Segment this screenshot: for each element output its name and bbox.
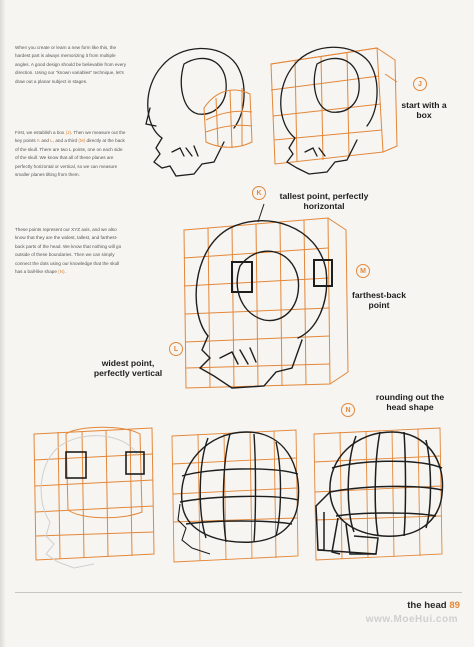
badge-m: M (356, 264, 370, 278)
text-run: First, we establish a box (15, 130, 66, 135)
skull-sketch-1 (145, 47, 253, 177)
badge-l: L (169, 342, 183, 356)
label-farthest: farthest-back point (352, 290, 406, 310)
badge-j: J (413, 77, 427, 91)
skull-ball-grid-sketch (171, 429, 300, 563)
text-run: and (40, 138, 51, 144)
label-start-box: start with a box (401, 100, 447, 120)
head-ball-shape-sketch (313, 427, 444, 561)
page-gutter (0, 0, 6, 647)
ref-l: L (50, 138, 53, 144)
ref-n: (N) (58, 269, 65, 275)
footer-rule (15, 592, 462, 593)
skull-planes-sketch (33, 426, 155, 569)
axis-paragraph: These points represent our XYZ axis, and… (15, 226, 127, 276)
watermark: www.MoeHui.com (365, 614, 458, 625)
label-widest: widest point, perfectly vertical (93, 358, 163, 378)
badge-k: K (252, 186, 266, 200)
skull-box-sketch (270, 46, 398, 175)
page-number: 89 (449, 600, 460, 611)
label-rounding: rounding out the head shape (375, 392, 445, 412)
section-title: the head (407, 600, 447, 611)
text-run: . Then we measure out the key points (15, 130, 126, 144)
intro-paragraph: When you create or learn a new form like… (15, 45, 127, 84)
text-run: directly at the back of the skull. There… (15, 138, 125, 178)
badge-n: N (341, 403, 355, 417)
page-footer: the head 89 (407, 600, 460, 611)
ref-m: (M) (78, 138, 86, 144)
text-run: . (64, 269, 66, 275)
text-run: , and a third (52, 138, 79, 144)
skull-keypoints-sketch (183, 203, 349, 389)
text-run: These points represent our XYZ axis, and… (15, 227, 122, 275)
box-paragraph: First, we establish a box (J). Then we m… (15, 129, 127, 179)
ref-k: K (36, 138, 41, 144)
ref-j: (J) (65, 130, 71, 135)
label-tallest: tallest point, perfectly horizontal (279, 191, 369, 211)
